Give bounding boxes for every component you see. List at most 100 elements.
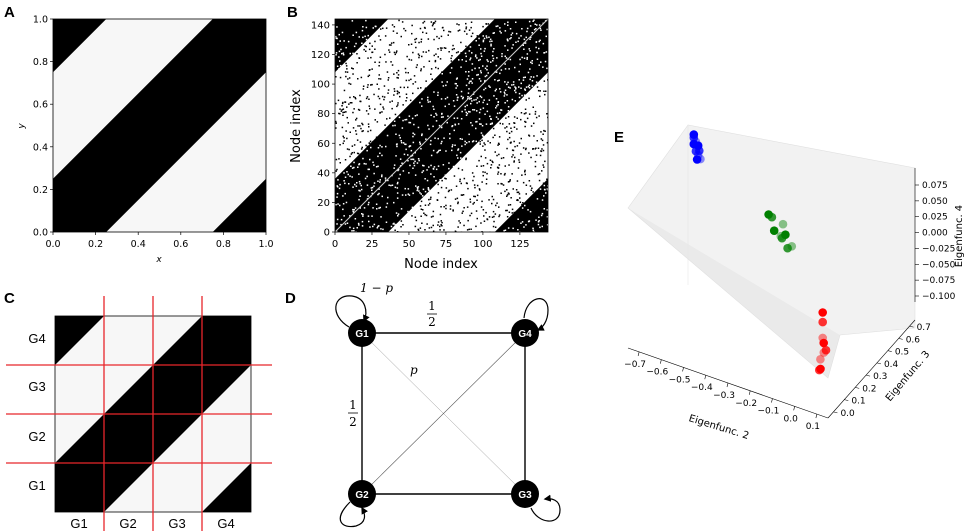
panel-e-xtick-mark	[793, 406, 795, 411]
panel-b-noise-dot	[339, 204, 341, 207]
panel-b-noise-dot	[545, 51, 548, 53]
panel-b-noise-dot	[440, 49, 442, 51]
panel-e-ztick-label: 0.000	[922, 229, 948, 239]
panel-b-ytick-label: 80	[317, 109, 330, 120]
panel-b-noise-dot	[515, 189, 518, 191]
panel-b-noise-dot	[457, 30, 460, 32]
panel-b-noise-dot	[485, 178, 488, 180]
panel-b-noise-dot	[432, 224, 434, 227]
panel-b-noise-dot	[358, 180, 361, 183]
panel-e-ztick-label: −0.075	[922, 276, 955, 286]
panel-b-noise-dot	[363, 162, 365, 165]
label-top-den: 2	[428, 315, 436, 329]
panel-b-noise-dot	[456, 23, 458, 25]
panel-b-noise-dot	[471, 172, 474, 174]
panel-b-noise-dot	[467, 92, 470, 94]
panel-b-noise-dot	[336, 192, 339, 195]
panel-b-noise-dot	[387, 196, 389, 199]
panel-b-ytick-label: 120	[311, 50, 330, 61]
panel-b-noise-dot	[420, 208, 423, 210]
panel-e-xtick-label: 0.1	[806, 422, 820, 432]
panel-b-noise-dot	[483, 142, 485, 144]
panel-e-point	[691, 146, 701, 156]
panel-b-noise-dot	[497, 118, 499, 120]
panel-b-noise-dot	[510, 142, 512, 144]
panel-b-noise-dot	[536, 24, 538, 26]
panel-b-noise-dot	[378, 65, 380, 67]
panel-b-noise-dot	[379, 56, 382, 58]
panel-b-noise-dot	[344, 101, 346, 103]
panel-b-noise-dot	[532, 106, 534, 108]
panel-b-noise-dot	[511, 32, 514, 34]
panel-b-noise-dot	[480, 165, 483, 167]
panel-b-noise-dot	[415, 37, 418, 40]
panel-e-ytick-label: 0.6	[906, 335, 921, 345]
panel-b-noise-dot	[386, 118, 388, 120]
panel-b-noise-dot	[523, 48, 525, 50]
panel-b-noise-dot	[496, 112, 499, 115]
panel-b-noise-dot	[441, 73, 443, 75]
panel-b-noise-dot	[379, 112, 381, 114]
panel-b-noise-dot	[470, 80, 472, 82]
panel-b-noise-dot	[336, 185, 338, 187]
panel-b-noise-dot	[479, 108, 482, 111]
panel-b-noise-dot	[535, 46, 537, 49]
panel-b-noise-dot	[502, 184, 505, 186]
panel-b-noise-dot	[441, 112, 443, 115]
panel-b-noise-dot	[410, 43, 413, 45]
panel-b-noise-dot	[395, 155, 397, 157]
panel-a-ytick-label: 0.4	[33, 142, 48, 153]
panel-b-noise-dot	[521, 94, 523, 97]
panel-b-noise-dot	[373, 223, 376, 226]
panel-b-noise-dot	[351, 230, 353, 232]
panel-b-band-corner-tl	[335, 19, 389, 73]
panel-b-noise-dot	[501, 53, 503, 55]
panel-e-xtick-label: −0.3	[713, 391, 735, 401]
panel-b-noise-dot	[465, 157, 467, 160]
panel-b-noise-dot	[365, 38, 368, 41]
panel-b-noise-dot	[419, 227, 422, 229]
panel-b-noise-dot	[493, 220, 495, 223]
panel-b-noise-dot	[524, 125, 526, 128]
panel-b-noise-dot	[465, 45, 467, 48]
panel-b-noise-dot	[471, 100, 473, 102]
panel-b-noise-dot	[431, 78, 433, 80]
panel-b-noise-dot	[503, 229, 505, 232]
panel-b-noise-dot	[497, 101, 499, 104]
panel-b-noise-dot	[421, 134, 423, 137]
panel-b-noise-dot	[369, 158, 371, 161]
panel-b-noise-dot	[390, 61, 392, 63]
panel-b-noise-dot	[343, 215, 345, 217]
panel-b-noise-dot	[482, 39, 485, 42]
panel-b-noise-dot	[353, 209, 355, 211]
panel-b-noise-dot	[411, 24, 413, 27]
panel-b-noise-dot	[432, 23, 434, 25]
panel-b-noise-dot	[491, 160, 493, 163]
panel-b-noise-dot	[381, 174, 383, 176]
panel-b-noise-dot	[476, 184, 479, 187]
panel-b-noise-dot	[452, 209, 454, 211]
panel-b-noise-dot	[397, 77, 399, 79]
panel-b-band-corner-br	[494, 178, 548, 232]
panel-b-noise-dot	[482, 171, 484, 173]
panel-b-noise-dot	[398, 19, 400, 22]
panel-b-noise-dot	[440, 126, 443, 129]
edge-g4-g2	[361, 332, 526, 495]
panel-b-noise-dot	[510, 130, 513, 133]
panel-b-noise-dot	[346, 222, 349, 224]
panel-b-noise-dot	[466, 206, 469, 208]
panel-b-noise-dot	[461, 138, 463, 140]
panel-b-noise-dot	[481, 231, 483, 232]
panel-b-noise-dot	[529, 68, 531, 70]
panel-b-heatmap	[334, 18, 549, 233]
panel-b-noise-dot	[368, 74, 371, 77]
panel-b-noise-dot	[365, 19, 367, 22]
panel-b-noise-dot	[408, 194, 411, 196]
row-label-g1: G1	[28, 478, 45, 493]
panel-b-noise-dot	[361, 146, 363, 149]
panel-b-noise-dot	[383, 85, 386, 87]
panel-b-noise-dot	[460, 182, 462, 185]
panel-b-noise-dot	[428, 198, 430, 201]
panel-b-noise-dot	[391, 107, 393, 110]
panel-b-noise-dot	[538, 216, 540, 218]
